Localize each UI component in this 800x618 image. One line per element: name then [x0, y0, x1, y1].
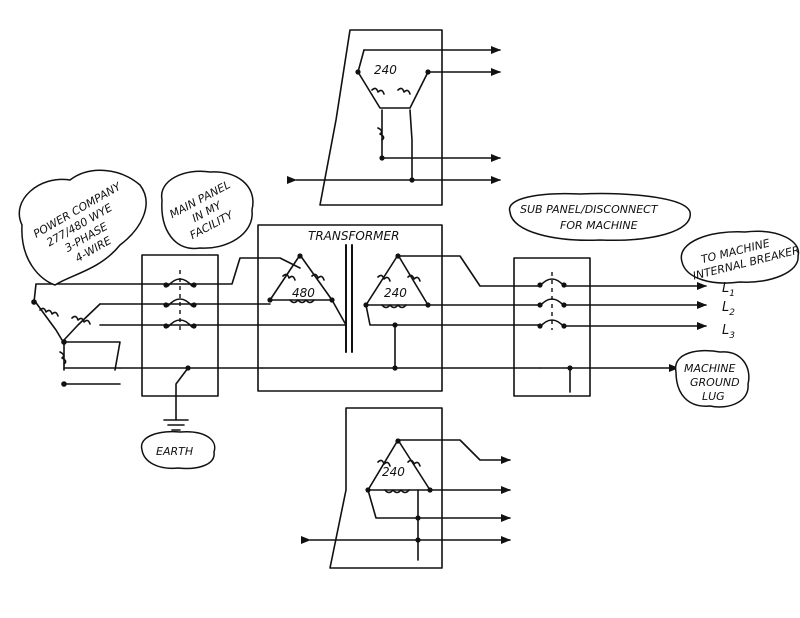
secondary-voltage-label: 240 [384, 286, 407, 300]
l2-label: L [722, 300, 729, 315]
primary-voltage-label: 480 [292, 286, 315, 300]
top-delta-section [287, 29, 501, 206]
machine-ground-line-3: LUG [702, 390, 725, 403]
bottom-delta-voltage-label: 240 [382, 465, 405, 479]
main-panel-callout: MAIN PANEL IN MY FACILITY [161, 170, 254, 250]
transformer-label: TRANSFORMER [308, 229, 399, 243]
machine-ground-callout: MACHINE GROUND LUG [675, 349, 750, 408]
sub-panel-callout: SUB PANEL/DISCONNECT FOR MACHINE [508, 192, 691, 241]
l3-label: L [722, 323, 729, 338]
to-machine-callout: TO MACHINE INTERNAL BREAKER [680, 230, 800, 284]
machine-ground-line-1: MACHINE [684, 362, 735, 375]
l2-subscript: 2 [729, 308, 735, 318]
earth-callout: EARTH [140, 430, 216, 470]
sub-panel-line-2: FOR MACHINE [560, 219, 638, 232]
earth-label: EARTH [156, 445, 193, 458]
svg-text:L2: L2 [722, 300, 735, 318]
svg-text:L3: L3 [722, 323, 735, 341]
l1-label: L [722, 281, 729, 296]
power-company-callout: POWER COMPANY 277/480 WYE 3-PHASE 4-WIRE [18, 169, 147, 286]
sub-panel-line-1: SUB PANEL/DISCONNECT [520, 203, 659, 216]
feed-lines [33, 257, 347, 369]
main-panel-box [141, 254, 219, 431]
l3-subscript: 3 [729, 331, 735, 341]
svg-text:L1: L1 [722, 281, 735, 299]
sub-panel-box [513, 257, 707, 397]
l1-subscript: 1 [729, 289, 735, 299]
machine-ground-line-2: GROUND [690, 376, 740, 389]
power-company-wye-source [31, 299, 121, 387]
top-delta-voltage-label: 240 [374, 63, 397, 77]
bottom-delta-section [301, 407, 511, 569]
line-labels: L1 L2 L3 [722, 281, 735, 341]
transformer-box [257, 224, 541, 392]
